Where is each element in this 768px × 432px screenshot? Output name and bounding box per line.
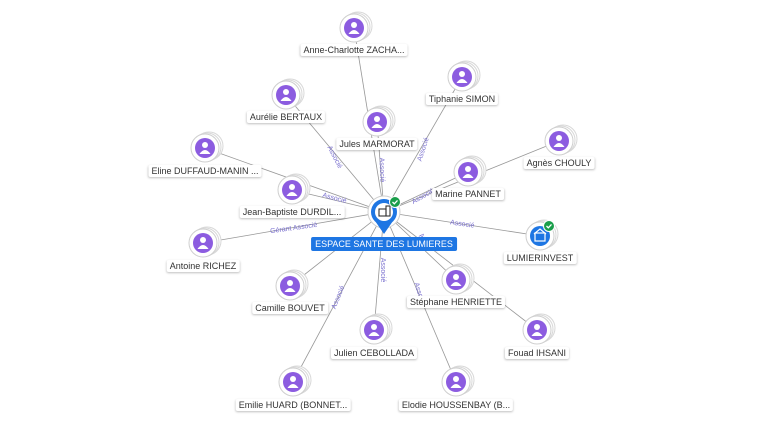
node-stephane[interactable] xyxy=(441,263,475,295)
edge-julien xyxy=(373,211,385,331)
node-eline[interactable] xyxy=(190,131,224,163)
person-icon xyxy=(286,184,298,196)
node-label-stephane[interactable]: Stéphane HENRIETTE xyxy=(406,296,506,308)
edge-label-jules: Associé xyxy=(378,158,386,183)
person-icon xyxy=(456,71,468,83)
node-label-tiphanie[interactable]: Tiphanie SIMON xyxy=(425,93,499,105)
person-icon xyxy=(287,376,299,388)
node-label-lumierinvest[interactable]: LUMIERINVEST xyxy=(503,252,577,264)
nodes-layer xyxy=(188,11,578,397)
node-lumierinvest[interactable] xyxy=(525,219,559,251)
person-icon xyxy=(531,324,543,336)
person-icon xyxy=(284,280,296,292)
node-label-anne[interactable]: Anne-Charlotte ZACHA... xyxy=(300,44,408,56)
node-label-aurelie[interactable]: Aurélie BERTAUX xyxy=(246,111,326,123)
node-jules[interactable] xyxy=(362,105,396,137)
building-icon xyxy=(378,205,391,217)
person-icon xyxy=(371,116,383,128)
edge-label-julien: Associé xyxy=(379,258,386,283)
node-tiphanie[interactable] xyxy=(447,60,481,92)
building-icon xyxy=(533,228,547,242)
node-label-jules[interactable]: Jules MARMORAT xyxy=(336,138,418,150)
node-aurelie[interactable] xyxy=(271,78,305,110)
node-label-eline[interactable]: Eline DUFFAUD-MANIN ... xyxy=(148,165,262,177)
verified-check-icon xyxy=(389,196,401,208)
node-emilie[interactable] xyxy=(278,365,312,397)
node-anne[interactable] xyxy=(339,11,373,43)
edge-label-emilie: Associé xyxy=(331,285,347,310)
node-elodie[interactable] xyxy=(441,365,475,397)
center-node-label[interactable]: ESPACE SANTE DES LUMIERES xyxy=(311,237,457,251)
node-label-julien[interactable]: Julien CEBOLLADA xyxy=(330,347,418,359)
person-icon xyxy=(450,376,462,388)
node-label-agnes[interactable]: Agnès CHOULY xyxy=(523,157,595,169)
node-jeanbaptiste[interactable] xyxy=(277,173,311,205)
edge-lumierinvest xyxy=(383,211,541,237)
node-marine[interactable] xyxy=(453,155,487,187)
edge-label-antoine: Gérant Associé xyxy=(270,222,318,236)
center-node[interactable] xyxy=(367,195,401,234)
person-icon xyxy=(368,324,380,336)
person-icon xyxy=(348,22,360,34)
node-fouad[interactable] xyxy=(522,313,556,345)
node-label-camille[interactable]: Camille BOUVET xyxy=(252,302,328,314)
person-icon xyxy=(450,274,462,286)
person-icon xyxy=(197,237,209,249)
node-label-emilie[interactable]: Emilie HUARD (BONNET... xyxy=(235,399,351,411)
edge-antoine xyxy=(202,211,385,244)
node-label-antoine[interactable]: Antoine RICHEZ xyxy=(166,260,240,272)
node-label-marine[interactable]: Marine PANNET xyxy=(432,188,504,200)
person-icon xyxy=(462,166,474,178)
node-label-jeanbaptiste[interactable]: Jean-Baptiste DURDIL... xyxy=(239,206,345,218)
node-antoine[interactable] xyxy=(188,226,222,258)
node-agnes[interactable] xyxy=(544,124,578,156)
person-icon xyxy=(199,142,211,154)
verified-check-icon xyxy=(543,220,555,232)
person-icon xyxy=(280,89,292,101)
edge-label-lumierinvest: Associé xyxy=(450,219,475,229)
edge-label-jeanbaptiste: Associé xyxy=(322,192,348,205)
person-icon xyxy=(553,135,565,147)
node-label-elodie[interactable]: Elodie HOUSSENBAY (B... xyxy=(398,399,514,411)
node-julien[interactable] xyxy=(359,313,393,345)
node-camille[interactable] xyxy=(275,269,309,301)
edge-label-tiphanie: Associé xyxy=(416,137,430,163)
node-label-fouad[interactable]: Fouad IHSANI xyxy=(504,347,570,359)
